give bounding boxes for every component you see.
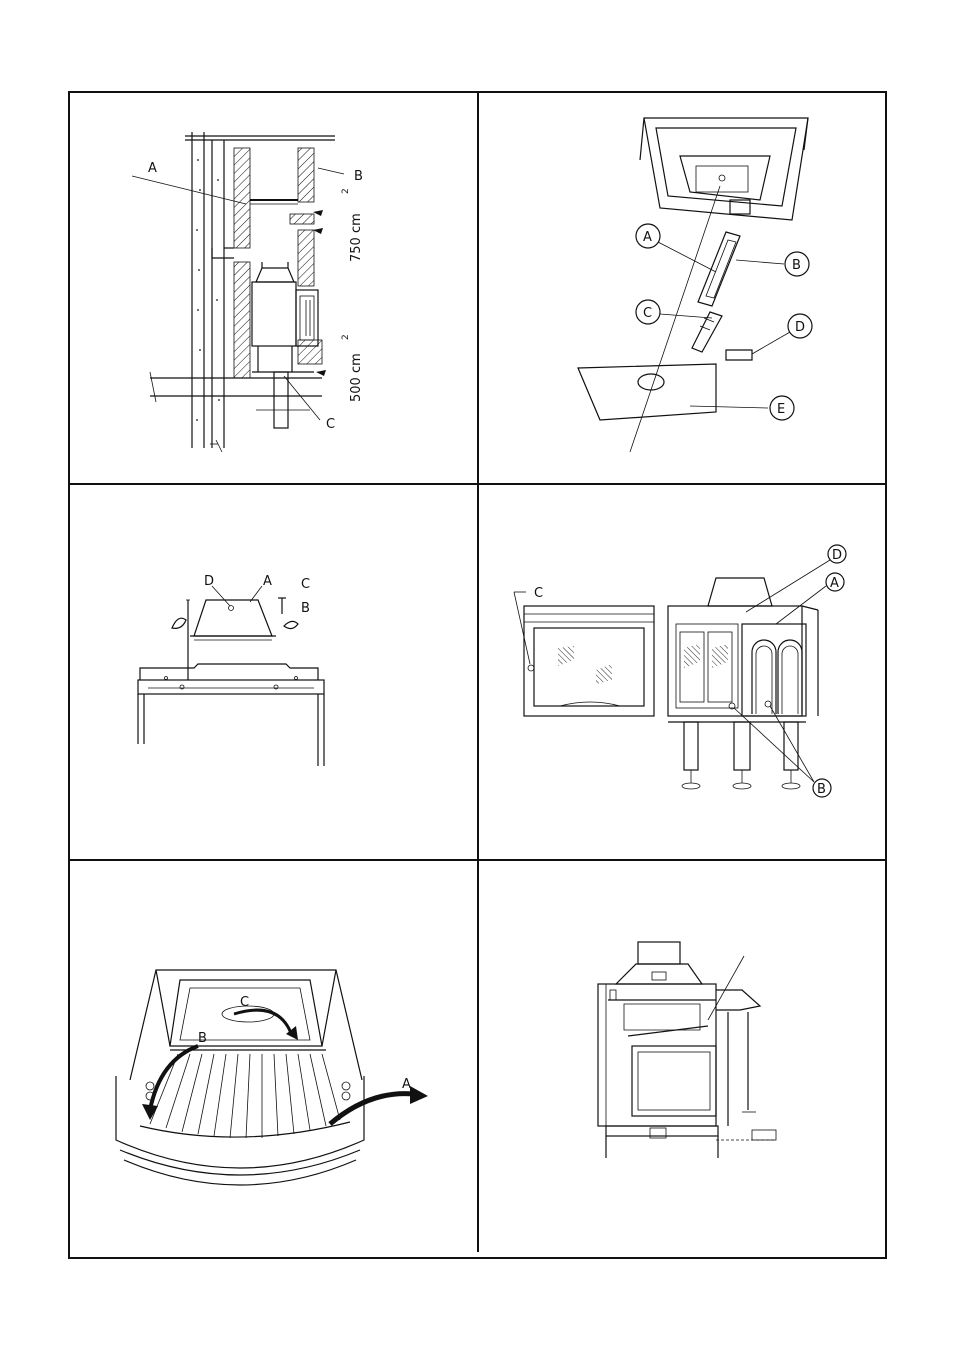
dimension-upper: 750 cm [349, 213, 364, 262]
label-a: A [402, 1077, 411, 1092]
label-c: C [643, 306, 652, 321]
label-d: D [204, 574, 214, 589]
label-a: A [263, 574, 272, 589]
label-c: C [301, 577, 310, 592]
label-e: E [777, 402, 785, 417]
label-d: D [832, 548, 842, 563]
chimney-section-diagram [132, 132, 344, 452]
label-c: C [326, 417, 335, 432]
label-c: C [240, 995, 249, 1010]
label-c: C [534, 586, 543, 601]
side-section-diagram [598, 942, 776, 1158]
door-removal-diagram [514, 545, 846, 797]
label-b: B [817, 782, 826, 797]
label-d: D [795, 320, 805, 335]
label-b: B [354, 169, 363, 184]
flue-collar-diagram [138, 586, 324, 766]
grate-removal-diagram [116, 970, 428, 1185]
dimension-lower: 500 cm [349, 353, 364, 402]
dimension-upper-superscript: 2 [341, 188, 351, 194]
label-a: A [830, 576, 839, 591]
label-a: A [148, 161, 157, 176]
label-b: B [301, 601, 310, 616]
label-b: B [198, 1031, 207, 1046]
label-b: B [792, 258, 801, 273]
label-a: A [643, 230, 652, 245]
dimension-lower-superscript: 2 [341, 334, 351, 340]
